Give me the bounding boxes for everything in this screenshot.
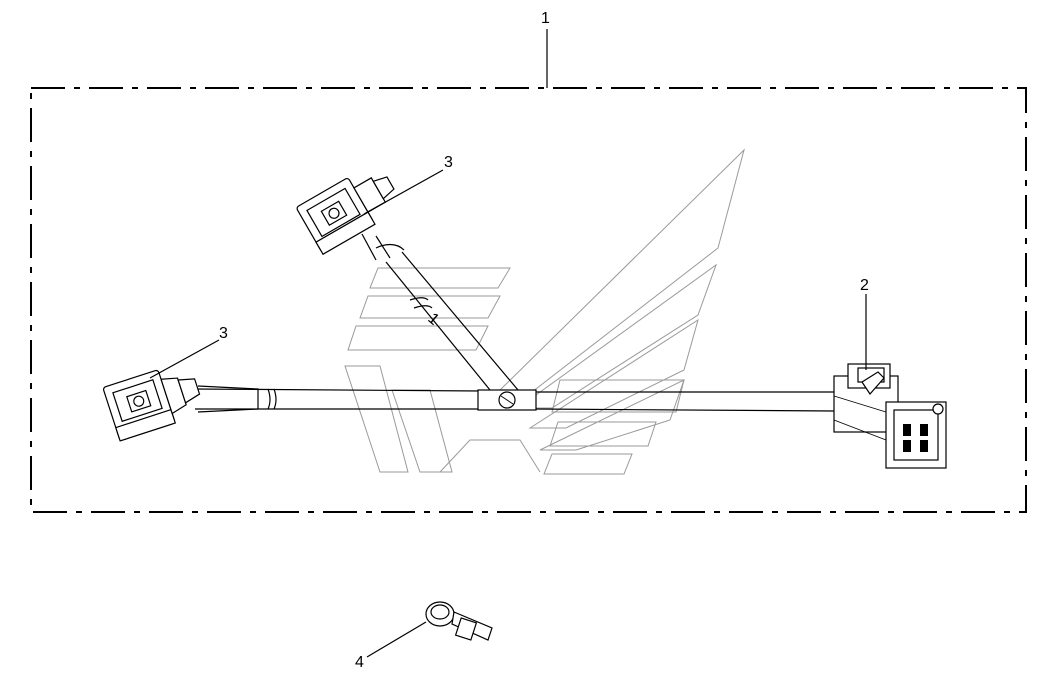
kit-boundary — [30, 87, 1027, 513]
harness-branch-upper — [361, 233, 519, 391]
harness-junction — [477, 389, 537, 411]
leader-lines — [149, 29, 867, 658]
connector-left — [102, 369, 201, 442]
sleeve-left — [197, 385, 259, 413]
connector-4pin — [833, 363, 947, 469]
harness-trunk — [194, 388, 835, 412]
clip-part — [425, 601, 493, 641]
callout-1: 1 — [541, 10, 550, 27]
callout-3-left: 3 — [219, 325, 228, 342]
callout-2: 2 — [860, 277, 869, 294]
watermark-logo — [344, 148, 745, 475]
callout-3-upper: 3 — [444, 154, 453, 171]
connector-upper — [296, 176, 395, 256]
callout-4: 4 — [355, 654, 364, 671]
